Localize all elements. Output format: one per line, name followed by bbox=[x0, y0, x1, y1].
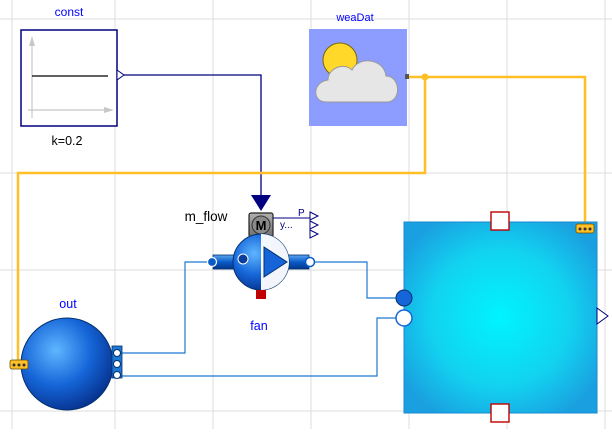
weather-data-block[interactable]: weaDat bbox=[309, 12, 409, 126]
fan-block[interactable]: m_flow M P y... fan bbox=[185, 195, 320, 333]
outside-boundary-block[interactable]: out bbox=[9, 297, 123, 411]
weadat-name-label: weaDat bbox=[335, 12, 373, 24]
const-parameter-label: k=0.2 bbox=[52, 134, 83, 148]
out-port-1[interactable] bbox=[113, 349, 121, 357]
connections bbox=[16, 73, 587, 377]
fluid-connection-fan-room[interactable] bbox=[311, 261, 404, 299]
cloud-icon bbox=[315, 60, 398, 103]
room-output-port[interactable] bbox=[596, 307, 609, 325]
const-name-label: const bbox=[55, 5, 84, 19]
fan-output-y-label: y... bbox=[280, 220, 293, 231]
const-icon-frame bbox=[20, 29, 118, 127]
out-weather-bus-port[interactable] bbox=[9, 359, 29, 370]
const-axis-icon bbox=[28, 40, 112, 118]
fan-arrow-icon bbox=[263, 246, 288, 278]
motor-letter: M bbox=[256, 218, 267, 233]
fan-output-p-label: P bbox=[298, 208, 305, 219]
fan-input-label: m_flow bbox=[185, 209, 228, 224]
fan-input-port[interactable] bbox=[251, 195, 271, 211]
fan-output-y-port[interactable] bbox=[309, 220, 320, 230]
room-fluid-port-1[interactable] bbox=[395, 289, 413, 307]
room-heat-port-bottom[interactable] bbox=[490, 403, 510, 423]
outside-sphere-icon bbox=[20, 317, 114, 411]
weather-bus-port[interactable] bbox=[405, 74, 409, 79]
fan-output-extra-port[interactable] bbox=[309, 229, 320, 239]
fan-heat-port[interactable] bbox=[256, 290, 266, 299]
fan-output-p-port[interactable] bbox=[309, 211, 320, 221]
signal-connection[interactable] bbox=[124, 74, 262, 195]
fan-outlet-port[interactable] bbox=[304, 256, 316, 268]
weather-bus-connection-room[interactable] bbox=[425, 75, 587, 226]
room-heat-port-top[interactable] bbox=[490, 211, 510, 231]
junction-dot bbox=[421, 73, 429, 81]
room-volume-icon bbox=[403, 221, 598, 414]
weather-bus-connection[interactable] bbox=[16, 75, 427, 362]
const-output-port[interactable] bbox=[116, 69, 125, 81]
room-weather-bus-port[interactable] bbox=[575, 223, 595, 234]
fluid-connection-out-fan[interactable] bbox=[121, 261, 211, 354]
fan-inlet-port[interactable] bbox=[206, 256, 218, 268]
fluid-connection-room-out[interactable] bbox=[121, 317, 404, 377]
out-port-2[interactable] bbox=[113, 360, 121, 368]
room-volume-block[interactable] bbox=[395, 211, 609, 423]
room-fluid-port-2[interactable] bbox=[395, 309, 413, 327]
const-block[interactable]: const k=0.2 bbox=[20, 5, 125, 148]
out-port-3[interactable] bbox=[113, 371, 121, 379]
out-name-label: out bbox=[59, 297, 77, 311]
fan-name-label: fan bbox=[250, 319, 267, 333]
